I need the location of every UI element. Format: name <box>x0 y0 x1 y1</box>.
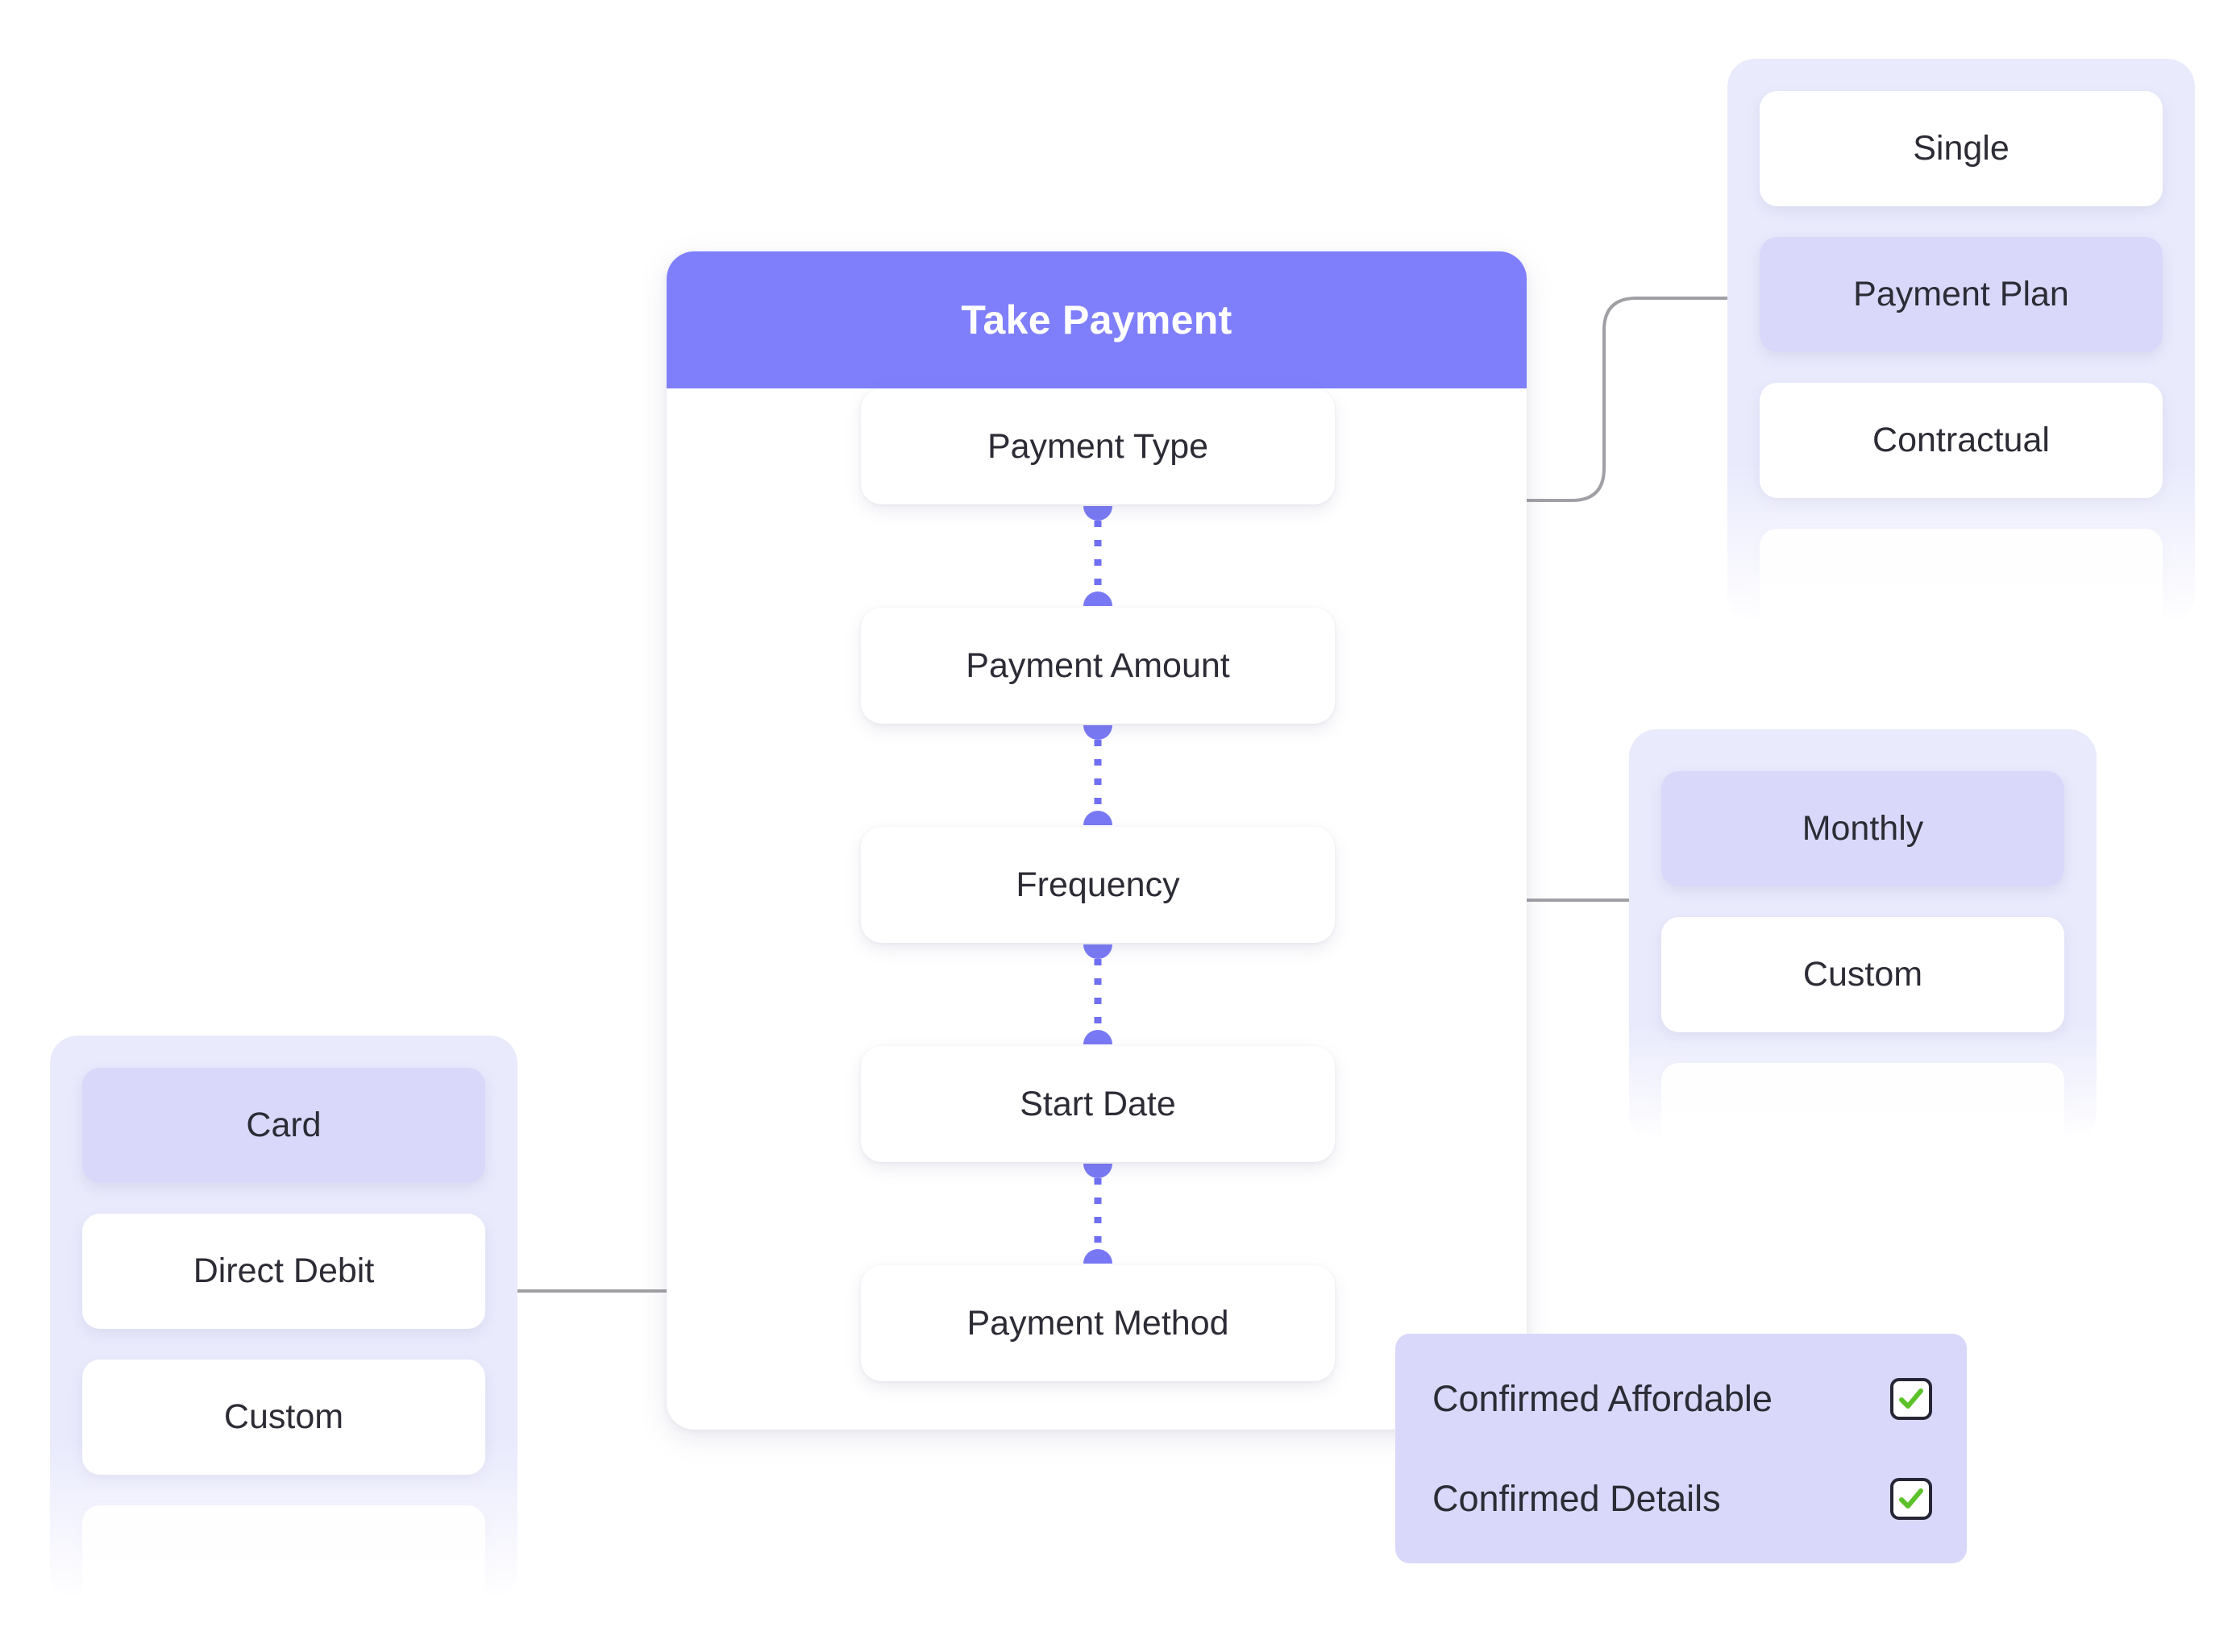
option-monthly[interactable]: Monthly <box>1661 771 2064 886</box>
option-label: Contractual <box>1872 421 2050 459</box>
panel-title: Take Payment <box>961 297 1232 342</box>
step-label: Payment Amount <box>966 645 1230 685</box>
checkbox-confirmed-affordable[interactable] <box>1890 1378 1932 1420</box>
option-label: Single <box>1913 129 2009 168</box>
payment-method-options-panel: Card Direct Debit Custom <box>50 1036 517 1621</box>
panel-header: Take Payment <box>667 251 1527 388</box>
step-connector-1 <box>1083 506 1112 606</box>
option-label: Custom <box>1802 955 1923 994</box>
option-label: Custom <box>223 1397 344 1436</box>
take-payment-panel: Take Payment <box>667 251 1527 1430</box>
option-card[interactable]: Card <box>82 1068 485 1183</box>
step-payment-amount[interactable]: Payment Amount <box>861 608 1335 724</box>
step-connector-4 <box>1083 1164 1112 1264</box>
step-label: Payment Method <box>966 1303 1229 1343</box>
confirmations-panel: Confirmed Affordable Confirmed Details <box>1395 1334 1967 1563</box>
confirm-label: Confirmed Affordable <box>1432 1378 1773 1419</box>
frequency-options-panel: Monthly Custom <box>1629 729 2097 1178</box>
option-placeholder[interactable] <box>82 1505 485 1621</box>
step-label: Payment Type <box>987 426 1209 466</box>
option-single[interactable]: Single <box>1760 91 2163 206</box>
confirm-row-affordable[interactable]: Confirmed Affordable <box>1432 1368 1932 1430</box>
payment-type-options-panel: Single Payment Plan Contractual <box>1727 59 2195 644</box>
check-icon <box>1899 1488 1923 1509</box>
option-direct-debit[interactable]: Direct Debit <box>82 1214 485 1329</box>
option-label: Direct Debit <box>193 1251 375 1290</box>
step-payment-type[interactable]: Payment Type <box>861 388 1335 504</box>
check-icon <box>1899 1388 1923 1409</box>
step-start-date[interactable]: Start Date <box>861 1046 1335 1162</box>
option-label: Monthly <box>1802 809 1924 848</box>
step-connector-2 <box>1083 725 1112 825</box>
option-contractual[interactable]: Contractual <box>1760 383 2163 498</box>
option-custom-method[interactable]: Custom <box>82 1359 485 1475</box>
option-label: Card <box>246 1106 322 1144</box>
step-payment-method[interactable]: Payment Method <box>861 1265 1335 1381</box>
checkbox-confirmed-details[interactable] <box>1890 1478 1932 1520</box>
option-label: Payment Plan <box>1853 275 2069 313</box>
option-payment-plan[interactable]: Payment Plan <box>1760 237 2163 352</box>
confirm-row-details[interactable]: Confirmed Details <box>1432 1467 1932 1530</box>
step-connector-3 <box>1083 944 1112 1044</box>
step-label: Start Date <box>1020 1084 1176 1123</box>
step-frequency[interactable]: Frequency <box>861 827 1335 943</box>
confirm-label: Confirmed Details <box>1432 1478 1721 1519</box>
option-placeholder[interactable] <box>1661 1063 2064 1178</box>
step-label: Frequency <box>1016 865 1180 904</box>
option-placeholder[interactable] <box>1760 529 2163 644</box>
option-custom-frequency[interactable]: Custom <box>1661 917 2064 1032</box>
